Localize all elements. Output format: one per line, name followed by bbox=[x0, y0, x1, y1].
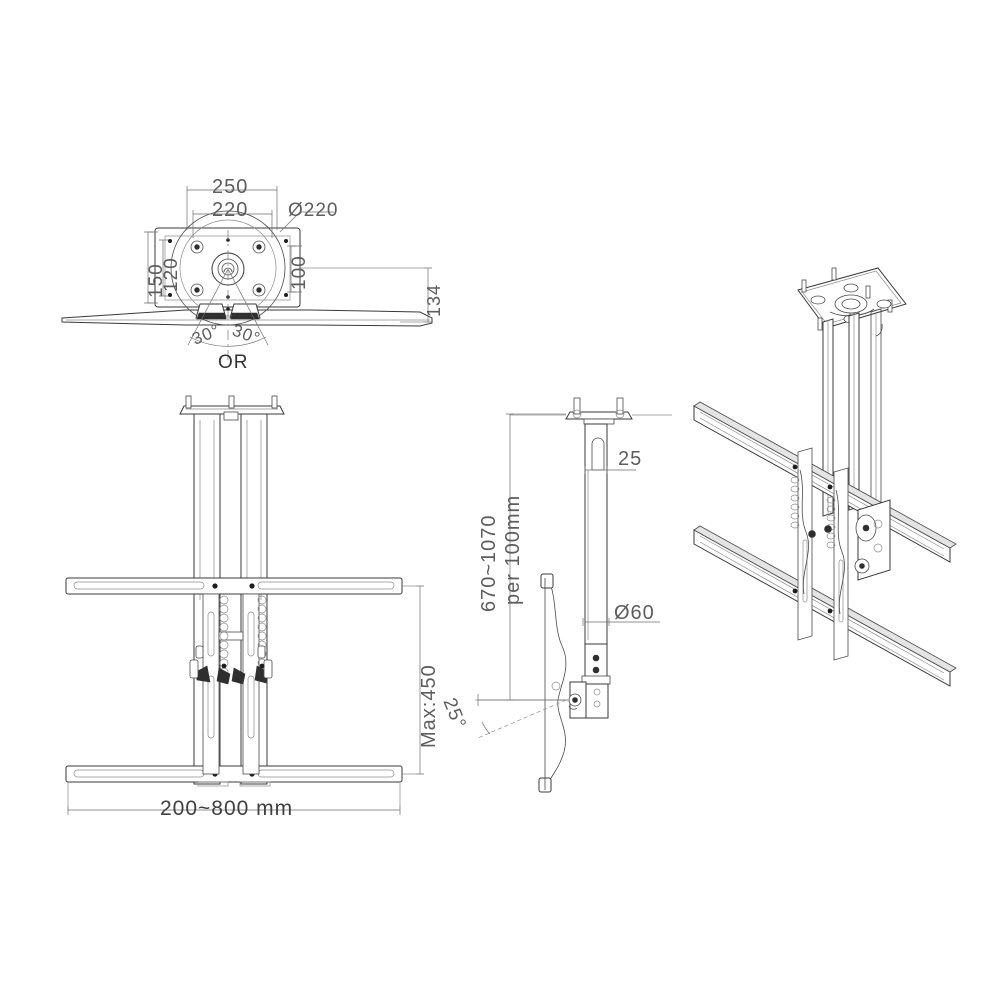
swivel-clamp-feet bbox=[195, 303, 261, 320]
dim-width-250 bbox=[186, 186, 278, 230]
dim-pole-width-25 bbox=[584, 466, 636, 474]
ceiling-plate-side bbox=[510, 397, 672, 425]
dim-span-200-800 bbox=[67, 782, 401, 815]
tilt-knuckle-hardware bbox=[189, 645, 273, 685]
iso-ceiling-plate bbox=[797, 267, 907, 331]
dim-label-height-step: per 100mm bbox=[502, 494, 524, 605]
dim-label-100: 100 bbox=[289, 255, 310, 290]
iso-lower-rail bbox=[693, 525, 957, 687]
top-plan-view bbox=[61, 186, 433, 360]
swivel-angle-indicator bbox=[187, 230, 269, 360]
tv-profile-side bbox=[538, 573, 567, 793]
dim-label-dia-220: Ø220 bbox=[288, 200, 339, 221]
lower-tv-rail bbox=[65, 765, 403, 787]
dim-label-120: 120 bbox=[161, 257, 182, 292]
iso-bead-columns bbox=[790, 476, 836, 549]
upper-tv-rail bbox=[65, 577, 403, 595]
dim-width-220 bbox=[192, 210, 273, 238]
label-alternative-or: OR bbox=[218, 352, 249, 373]
plate-bolt-holes bbox=[190, 240, 266, 297]
iso-tilt-knuckle bbox=[799, 469, 891, 615]
dim-tilt-25deg bbox=[477, 694, 568, 739]
side-elevation-view bbox=[475, 397, 672, 793]
dim-height-100 bbox=[287, 245, 302, 293]
isometric-assembly-view bbox=[693, 267, 957, 687]
dim-depth-134 bbox=[300, 267, 432, 323]
dim-pole-dia-60 bbox=[582, 618, 660, 626]
front-elevation-view bbox=[65, 395, 424, 815]
dim-height-120 bbox=[159, 239, 168, 297]
vertical-adjust-rails bbox=[202, 593, 260, 775]
dim-label-max-450: Max:450 bbox=[418, 664, 440, 748]
tilt-knuckle-side bbox=[568, 681, 587, 719]
dim-label-height-range: 670~1070 bbox=[478, 514, 500, 612]
upper-pole-side bbox=[584, 423, 608, 645]
dim-label-250: 250 bbox=[212, 176, 249, 198]
lower-pole-side bbox=[581, 643, 611, 719]
dim-label-span: 200~800 mm bbox=[160, 797, 294, 820]
dim-label-220: 220 bbox=[212, 199, 249, 221]
dim-max-450 bbox=[402, 585, 424, 775]
dim-label-pole-width-25: 25 bbox=[618, 448, 643, 470]
iso-adjust-rails bbox=[797, 447, 849, 661]
dim-label-pole-dia-60: Ø60 bbox=[614, 602, 655, 624]
dim-label-134: 134 bbox=[424, 283, 444, 317]
dim-height-150 bbox=[144, 231, 158, 304]
ceiling-plate-front bbox=[179, 395, 285, 421]
